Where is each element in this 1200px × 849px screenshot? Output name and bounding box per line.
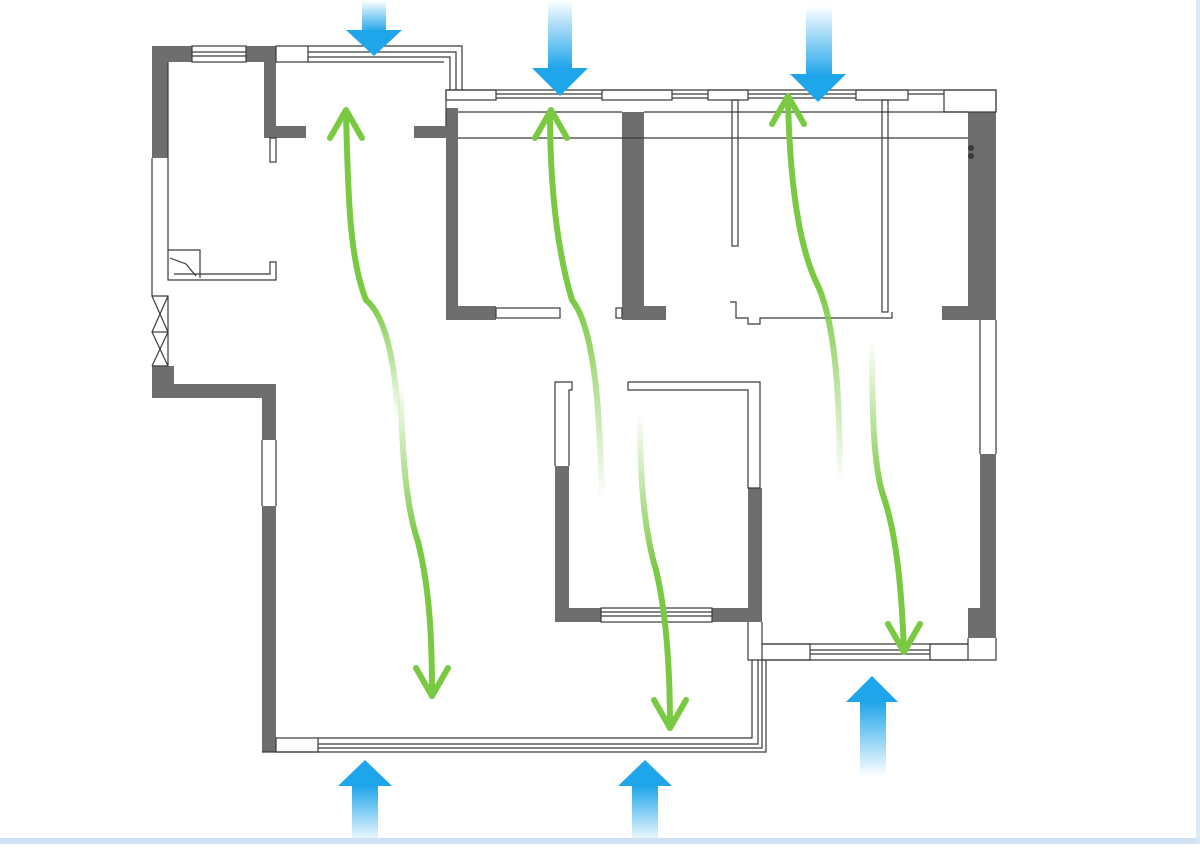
wall-segment: [446, 306, 496, 320]
wall-segment: [942, 306, 996, 320]
partition: [730, 301, 893, 325]
airflow-arrow-icon: [327, 107, 401, 423]
wall-outline: [167, 158, 277, 281]
window-frame: [318, 660, 759, 745]
door-jamb: [269, 137, 277, 163]
partition: [881, 99, 889, 313]
wall-segment: [446, 108, 458, 320]
door-symbol: [151, 295, 169, 367]
wall-segment: [555, 608, 601, 622]
air-inlet-arrow-icon: [532, 0, 588, 96]
plan-outlines: [151, 45, 997, 753]
wall-segment: [622, 306, 666, 320]
wall-outline: [445, 89, 997, 126]
wall-segment: [622, 112, 644, 320]
window-frame: [308, 45, 463, 90]
airflow-arrow-icon: [637, 411, 689, 731]
wall-outline: [747, 622, 997, 661]
wall-outline: [627, 381, 761, 489]
fixture-symbol: [968, 145, 974, 151]
air-inlet-arrow-icon: [346, 0, 402, 56]
air-inlet-arrow-icon: [338, 760, 392, 844]
door-symbol: [151, 295, 169, 367]
air-inlet-arrow-icon: [846, 676, 898, 776]
bottom-edge-band: [0, 838, 1200, 844]
fixture-symbol: [968, 153, 974, 159]
wall-segment: [264, 46, 276, 138]
airflow-arrow-icon: [397, 377, 451, 699]
wall-outline: [761, 622, 969, 645]
wall-segment: [748, 488, 762, 622]
wardrobe-symbol: [168, 249, 201, 278]
walls: [152, 46, 996, 752]
wall-segment: [262, 506, 276, 752]
window-frame: [761, 643, 811, 661]
wall-outline: [151, 158, 169, 367]
airflow-arrows: [327, 93, 923, 731]
wall-segment: [968, 608, 996, 638]
air-inlet-arrow-icon: [618, 760, 672, 844]
airflow-arrow-icon: [769, 93, 843, 487]
wall-segment: [152, 46, 168, 158]
window-frame: [191, 45, 247, 63]
window-frame: [855, 89, 909, 101]
window-frame: [601, 89, 673, 101]
airflow-arrow-icon: [532, 107, 605, 503]
air-inlet-arrow-icon: [790, 6, 846, 102]
window-frame: [445, 89, 497, 101]
wall-segment: [555, 466, 569, 622]
window-frame: [707, 89, 749, 101]
wall-segment: [262, 384, 276, 440]
wall-outline: [554, 381, 573, 466]
door-jamb: [615, 307, 623, 319]
wall-segment: [152, 384, 276, 398]
window-frame: [929, 643, 969, 661]
wall-segment: [968, 112, 996, 320]
airflow-arrow-icon: [869, 337, 923, 655]
wall-segment: [264, 126, 306, 138]
window-frame: [943, 89, 997, 113]
air-inlet-arrows: [338, 0, 898, 844]
wall-segment: [152, 46, 192, 62]
window-frame: [275, 45, 309, 63]
window-frame: [308, 56, 451, 90]
wall-segment: [980, 454, 996, 638]
window-frame: [262, 660, 767, 753]
window-frame: [308, 51, 457, 90]
window-frame: [275, 737, 319, 753]
partition: [731, 99, 739, 247]
window-frame: [318, 660, 763, 749]
window-frame: [600, 607, 713, 623]
wardrobe-symbol: [169, 257, 197, 277]
right-edge-band: [1196, 0, 1200, 844]
door-jamb: [495, 307, 561, 319]
window-frame: [318, 660, 753, 739]
